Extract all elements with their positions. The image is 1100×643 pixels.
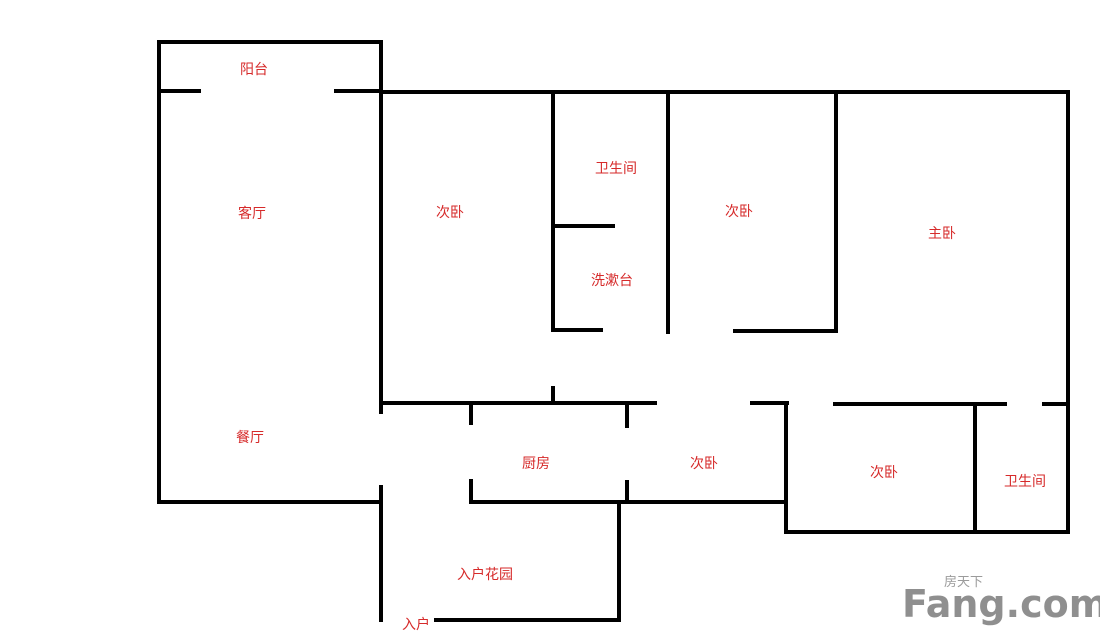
label-kitchen: 厨房 — [522, 456, 550, 472]
watermark: 房天下 Fang.com — [902, 574, 1100, 626]
label-second-bedroom-a: 次卧 — [436, 205, 464, 221]
label-balcony: 阳台 — [240, 62, 268, 78]
label-second-bedroom-b: 次卧 — [725, 204, 753, 220]
label-entry-garden: 入户花园 — [457, 566, 513, 583]
label-master-bedroom: 主卧 — [928, 226, 956, 242]
label-wash-basin: 洗漱台 — [591, 273, 633, 289]
watermark-cn: 房天下 — [944, 574, 983, 590]
room-labels: 阳台 客厅 餐厅 次卧 卫生间 洗漱台 次卧 主卧 厨房 次卧 次卧 卫生间 入… — [236, 62, 1046, 633]
label-second-bedroom-d: 次卧 — [870, 465, 898, 481]
label-second-bedroom-c: 次卧 — [690, 456, 718, 472]
label-bathroom-b: 卫生间 — [1004, 474, 1046, 490]
label-bathroom-a: 卫生间 — [595, 161, 637, 177]
watermark-en: Fang.com — [902, 582, 1100, 626]
walls — [157, 40, 1070, 622]
label-entrance: 入户 — [402, 616, 430, 633]
label-living-room: 客厅 — [238, 205, 266, 222]
label-dining-room: 餐厅 — [236, 430, 264, 446]
